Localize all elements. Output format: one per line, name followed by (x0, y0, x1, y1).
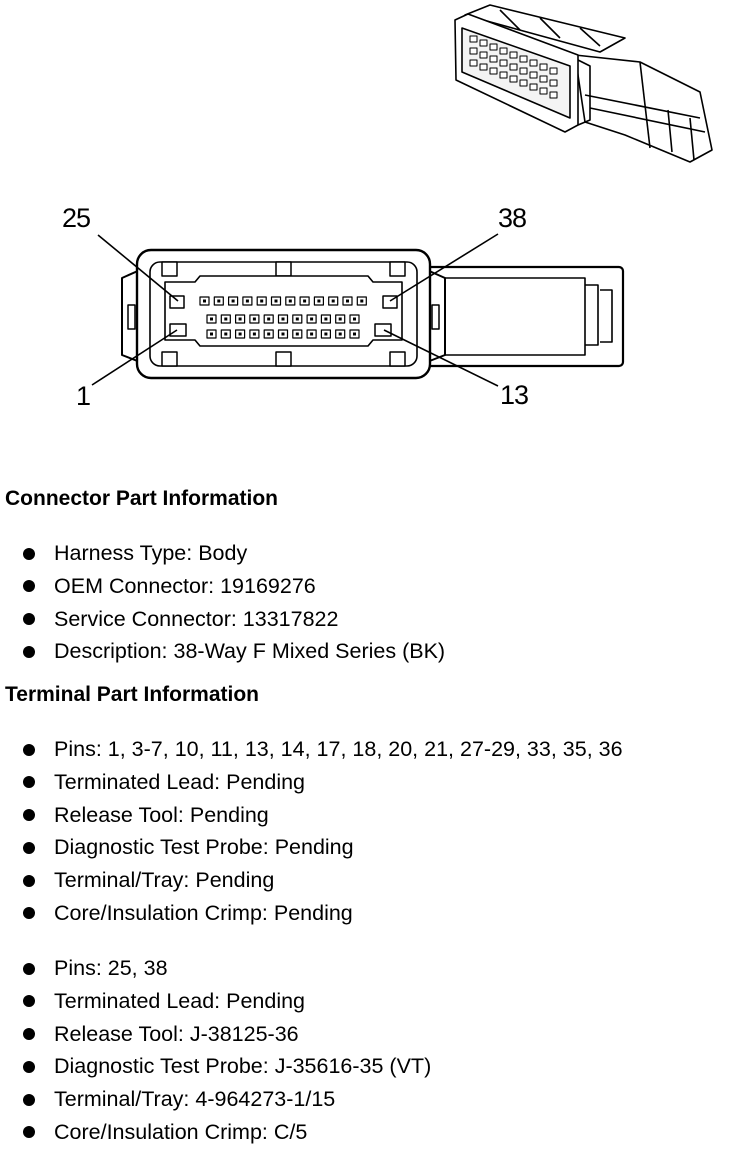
terminal-cavity-contact (245, 299, 249, 303)
connector-diagram (91, 4, 713, 387)
list-item: Release Tool: Pending (0, 799, 623, 832)
terminal-cavity-contact (360, 299, 364, 303)
terminal-cavity-contact (324, 317, 328, 321)
terminal-cavity-contact (338, 317, 342, 321)
terminal-cavity-contact (252, 317, 256, 321)
connector-pin-grid (199, 296, 367, 339)
list-item: Release Tool: J-38125-36 (0, 1018, 431, 1051)
pin-leader-lines (91, 233, 499, 387)
connector-front-view (121, 248, 625, 380)
terminal-cavity-contact (252, 332, 256, 336)
list-item: Terminated Lead: Pending (0, 766, 623, 799)
list-item: Terminal/Tray: Pending (0, 864, 623, 897)
list-item: Pins: 25, 38 (0, 952, 431, 985)
pin-callout-38: 38 (498, 203, 527, 233)
list-item: OEM Connector: 19169276 (0, 570, 445, 603)
terminal-cavity-contact (203, 299, 206, 303)
pin-callout-1: 1 (76, 381, 91, 411)
terminal-cavity-contact (317, 299, 321, 303)
terminal-cavity-contact (281, 332, 285, 336)
terminal-cavity-contact (238, 332, 242, 336)
list-item: Core/Insulation Crimp: Pending (0, 897, 623, 930)
terminal-cavity-contact (310, 317, 314, 321)
terminal-cavity-contact (310, 332, 314, 336)
terminal-info-heading: Terminal Part Information (5, 683, 259, 706)
terminal-cavity-contact (338, 332, 342, 336)
list-item: Description: 38-Way F Mixed Series (BK) (0, 635, 445, 668)
terminal-cavity-contact (324, 332, 328, 336)
terminal-cavity-contact (346, 299, 349, 303)
list-item: Diagnostic Test Probe: Pending (0, 831, 623, 864)
terminal-cavity-contact (295, 332, 299, 336)
list-item: Harness Type: Body (0, 537, 445, 570)
terminal-cavity-contact (231, 299, 235, 303)
terminal-cavity-contact (353, 332, 356, 336)
terminal-info-list-group-2: Pins: 25, 38 Terminated Lead: Pending Re… (0, 952, 431, 1149)
list-item: Terminal/Tray: 4-964273-1/15 (0, 1083, 431, 1116)
terminal-cavity-contact (210, 332, 213, 336)
terminal-cavity-contact (353, 317, 356, 321)
list-item: Terminated Lead: Pending (0, 985, 431, 1018)
terminal-cavity-contact (267, 317, 271, 321)
terminal-cavity-contact (224, 317, 228, 321)
terminal-info-list-group-1: Pins: 1, 3-7, 10, 11, 13, 14, 17, 18, 20… (0, 733, 623, 930)
connector-info-heading: Connector Part Information (5, 487, 279, 510)
terminal-cavity-contact (267, 332, 271, 336)
list-item: Service Connector: 13317822 (0, 603, 445, 636)
terminal-cavity-contact (331, 299, 335, 303)
terminal-cavity-contact (274, 299, 278, 303)
pin-callout-25: 25 (62, 203, 91, 233)
terminal-cavity-contact (281, 317, 285, 321)
connector-info-list: Harness Type: Body OEM Connector: 191692… (0, 537, 445, 668)
pin-callout-13: 13 (500, 380, 529, 410)
terminal-cavity-contact (288, 299, 292, 303)
connector-isometric-illustration (454, 4, 713, 163)
terminal-cavity-contact (303, 299, 307, 303)
list-item: Core/Insulation Crimp: C/5 (0, 1116, 431, 1149)
terminal-cavity-contact (260, 299, 264, 303)
list-item: Diagnostic Test Probe: J-35616-35 (VT) (0, 1050, 431, 1083)
list-item: Pins: 1, 3-7, 10, 11, 13, 14, 17, 18, 20… (0, 733, 623, 766)
terminal-cavity-contact (217, 299, 221, 303)
terminal-cavity-contact (238, 317, 242, 321)
terminal-cavity-contact (210, 317, 213, 321)
terminal-cavity-contact (224, 332, 228, 336)
terminal-cavity-contact (295, 317, 299, 321)
